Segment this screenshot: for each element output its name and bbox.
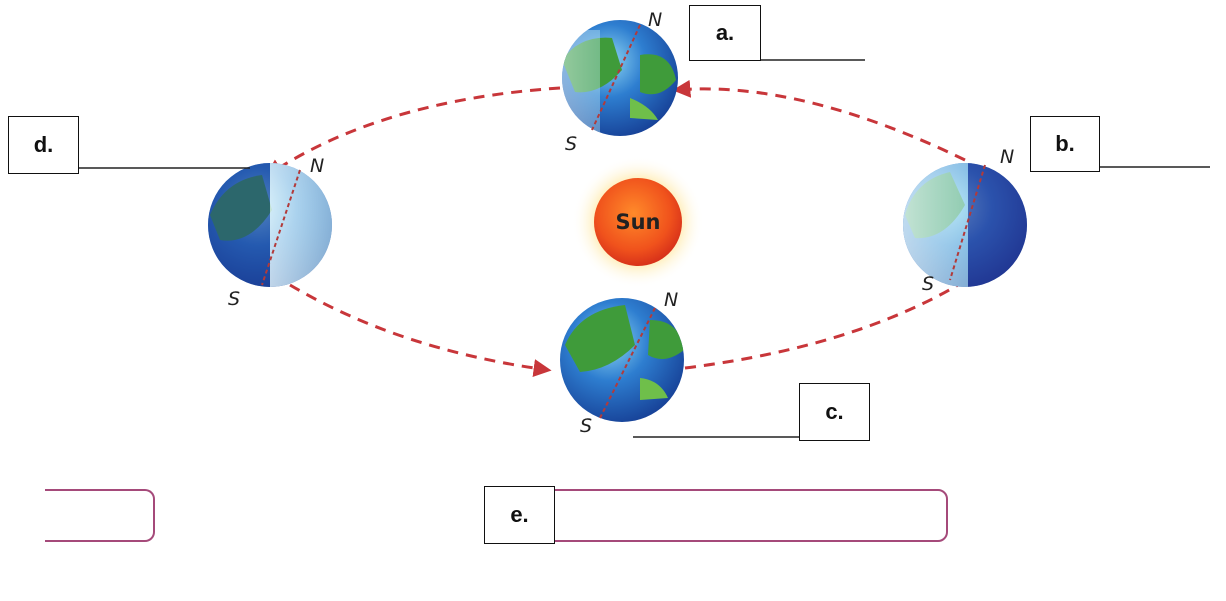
earth-position-c: N S [560, 289, 684, 437]
label-e-box[interactable]: e. [484, 486, 555, 544]
earth-position-a: N S [562, 9, 678, 155]
answer-box-e[interactable] [545, 489, 948, 542]
label-d: d. [33, 132, 54, 157]
south-pole-label: S [228, 288, 240, 310]
orbit-arrow-a-to-d [265, 86, 561, 178]
label-c-box[interactable]: c. [799, 383, 870, 441]
north-pole-label: N [1000, 146, 1014, 168]
south-pole-label: S [922, 273, 934, 295]
orbit-arrow-b-to-a [672, 79, 966, 162]
sun-core [594, 178, 682, 266]
north-pole-label: N [648, 9, 662, 31]
label-c: c. [825, 399, 844, 424]
north-pole-label: N [664, 289, 678, 311]
north-pole-label: N [310, 155, 324, 177]
label-b-box[interactable]: b. [1030, 116, 1100, 172]
south-pole-label: S [580, 415, 592, 437]
orbit-arrow-d-to-c [289, 283, 552, 377]
label-a-box[interactable]: a. [689, 5, 761, 61]
orbit-path [265, 79, 985, 377]
label-e: e. [510, 502, 529, 527]
sun: Sun [572, 156, 704, 288]
sun-label: Sun [615, 210, 660, 234]
orbit-arrow-c-to-b [684, 267, 985, 370]
earth-position-d: N S [208, 155, 332, 310]
label-d-box[interactable]: d. [8, 116, 79, 174]
earth-position-b: N S [903, 146, 1027, 295]
leader-lines [78, 59, 1210, 438]
answer-box-left[interactable] [45, 489, 155, 542]
label-a: a. [715, 20, 735, 45]
label-b: b. [1055, 131, 1075, 156]
south-pole-label: S [565, 133, 577, 155]
